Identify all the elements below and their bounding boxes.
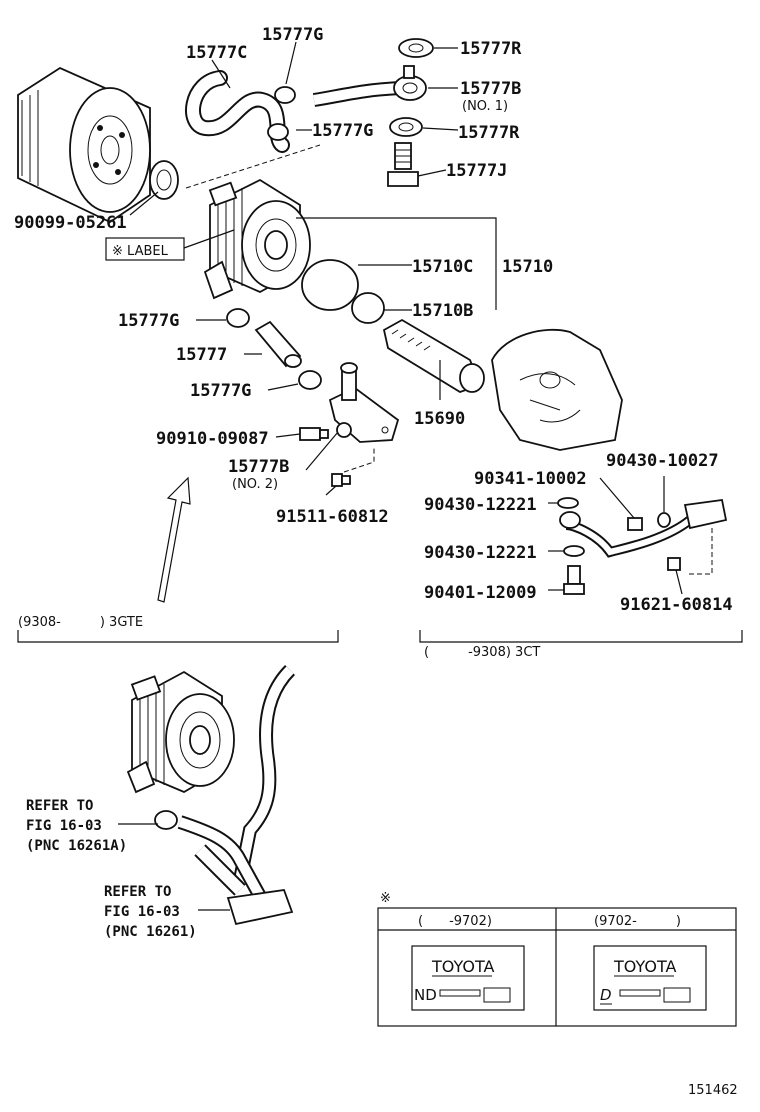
washer-90430-12221-a <box>557 497 579 509</box>
label-15777r-top: 15777R <box>460 39 522 59</box>
table-col1-header: ( -9702) <box>418 914 492 929</box>
refer2-line3: (PNC 16261) <box>104 924 197 940</box>
hose-15777c <box>185 70 290 153</box>
label-90430-10027: 90430-10027 <box>606 451 719 471</box>
label-91621-60814: 91621-60814 <box>620 595 733 615</box>
hose-assembly-3gte <box>154 665 296 926</box>
label-15710c: 15710C <box>412 257 473 277</box>
label-15777b-no2: 15777B <box>228 457 289 477</box>
label-no2: (NO. 2) <box>232 477 278 492</box>
label-15777b-no1: 15777B <box>460 79 521 99</box>
toyota-label-1: TOYOTA <box>431 957 495 976</box>
clamp-15777g-low <box>298 370 322 390</box>
engine-housing <box>491 328 623 451</box>
label-15777: 15777 <box>176 345 227 365</box>
range-3gte: (9308- ) 3GTE <box>18 615 143 630</box>
refer1-line3: (PNC 16261A) <box>26 838 127 854</box>
label-15710: 15710 <box>502 257 553 277</box>
union-15777b-no1 <box>312 65 427 107</box>
code-label-2: D <box>600 986 612 1004</box>
label-15777c: 15777C <box>186 43 247 63</box>
bolt-90341 <box>627 517 643 531</box>
o-ring-15710b <box>351 292 385 324</box>
oil-cooler <box>203 178 311 300</box>
refer2-line2: FIG 16-03 <box>104 904 180 920</box>
label-15777g-left: 15777G <box>118 311 179 331</box>
washer-15777r-top <box>398 38 434 58</box>
range-3ct: ( -9308) 3CT <box>424 645 540 660</box>
label-15777g-top: 15777G <box>262 25 323 45</box>
bolt-91621 <box>667 557 681 571</box>
label-90341-10002: 90341-10002 <box>474 469 587 489</box>
bolt-15777j <box>387 142 419 187</box>
note-mark: ※ <box>380 891 391 906</box>
label-90430-12221-a: 90430-12221 <box>424 495 537 515</box>
label-15777g-mid: 15777G <box>312 121 373 141</box>
washer-90430-12221-b <box>563 545 585 557</box>
valve-15690 <box>382 318 485 393</box>
table-col2-header: (9702- ) <box>594 914 681 929</box>
label-90099-05261: 90099-05261 <box>14 213 127 233</box>
o-ring-15710c <box>301 259 359 311</box>
label-90401-12009: 90401-12009 <box>424 583 537 603</box>
clamp-15777g-left <box>226 308 250 328</box>
oil-filter <box>17 66 151 224</box>
label-no1: (NO. 1) <box>462 99 508 114</box>
oil-cooler-3gte <box>126 670 235 794</box>
label-15777r-mid: 15777R <box>458 123 520 143</box>
code-label-1: ND <box>414 986 437 1004</box>
label-15690: 15690 <box>414 409 465 429</box>
bolt-91511 <box>331 473 351 487</box>
label-tag-box <box>105 237 185 261</box>
filter-gasket <box>149 160 179 200</box>
refer1-line1: REFER TO <box>26 798 93 814</box>
reference-arrow <box>157 476 191 603</box>
oil-pipe-3ct <box>559 498 728 558</box>
bolt-90401 <box>563 565 585 595</box>
label-91511-60812: 91511-60812 <box>276 507 389 527</box>
label-15710b: 15710B <box>412 301 473 321</box>
bolt-90910 <box>299 427 329 441</box>
label-15777g-low: 15777G <box>190 381 251 401</box>
label-tag-text: ※ LABEL <box>112 244 169 259</box>
label-90910-09087: 90910-09087 <box>156 429 269 449</box>
label-15777j: 15777J <box>446 161 507 181</box>
union-15777b-no2 <box>328 362 400 443</box>
clamp-15777g-top <box>267 86 296 141</box>
washer-90430-10027 <box>657 512 671 528</box>
refer1-line2: FIG 16-03 <box>26 818 102 834</box>
toyota-label-2: TOYOTA <box>613 957 677 976</box>
label-variant-table <box>377 907 737 1027</box>
washer-15777r-mid <box>389 117 423 137</box>
refer2-line1: REFER TO <box>104 884 171 900</box>
label-90430-12221-b: 90430-12221 <box>424 543 537 563</box>
figure-number: 151462 <box>688 1083 738 1098</box>
hose-15777 <box>254 320 302 368</box>
